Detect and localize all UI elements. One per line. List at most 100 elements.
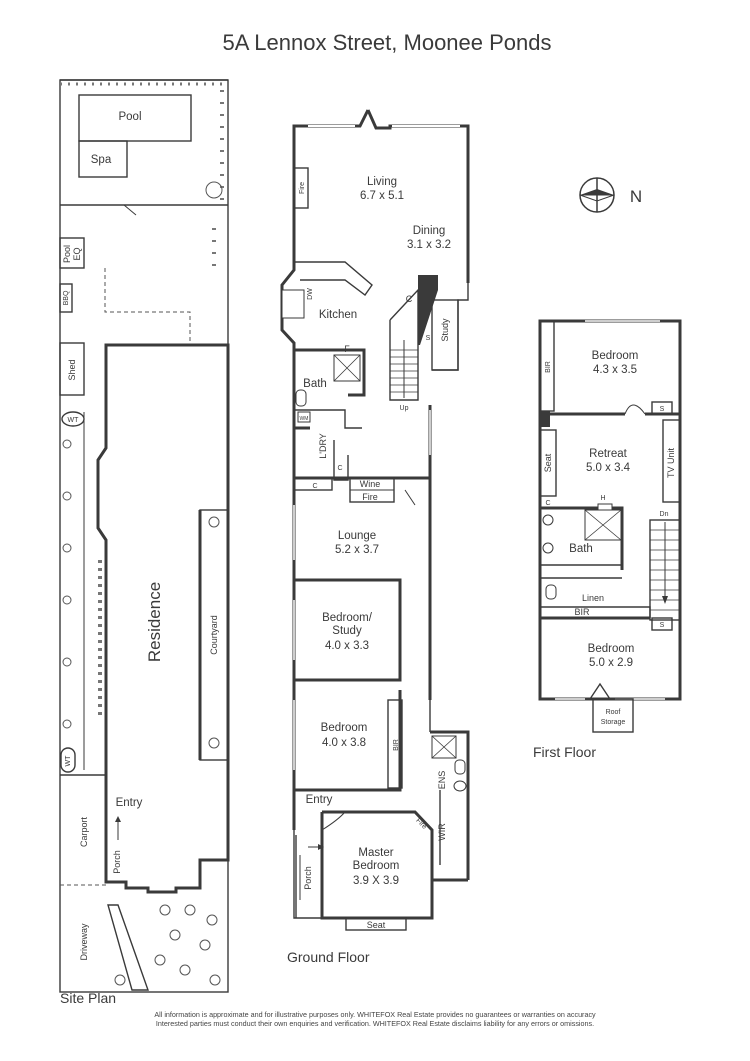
gf-bedroom-label: Bedroom: [321, 722, 368, 734]
lounge-label: Lounge: [338, 530, 376, 542]
pool-eq-label-2: EQ: [72, 247, 82, 260]
retreat-label: Retreat: [589, 448, 628, 460]
ff-bottom-s: [651, 617, 673, 631]
gf-ensuite: [430, 730, 470, 880]
ff-top-bedroom-dimensions: 4.3 x 3.5: [593, 364, 637, 376]
fridge-label: F: [344, 344, 350, 354]
bedroom-study-dimensions: 4.0 x 3.3: [325, 640, 369, 652]
ff-top-s: [651, 401, 673, 415]
study-label: Study: [440, 318, 450, 342]
roof-storage-label-1: Roof: [606, 709, 621, 716]
gf-toilet: [295, 389, 307, 407]
master-label-2: Bedroom: [353, 860, 400, 872]
laundry-cupboard-label: C: [337, 465, 342, 472]
living-label: Living: [367, 176, 397, 188]
roof-storage: [592, 698, 634, 733]
stair-cupboard-label: C: [406, 294, 413, 304]
living-fireplace: [293, 167, 309, 209]
tv-unit: [662, 419, 681, 503]
laundry-label: L'DRY: [318, 433, 328, 459]
retreat-seat: [539, 429, 557, 497]
dishwasher-label: DW: [307, 288, 314, 300]
first-floor-label: First Floor: [533, 744, 596, 760]
ground-floor-label: Ground Floor: [287, 949, 370, 965]
study-nook: [431, 299, 459, 371]
wir-label: WIR: [437, 823, 447, 841]
site-boundary: [59, 79, 229, 993]
site-plan-label: Site Plan: [60, 990, 116, 1006]
gf-cupboard-c: [293, 477, 333, 491]
linen-label: Linen: [582, 593, 604, 603]
ff-top-s-label: S: [660, 406, 665, 413]
ensuite-label: ENS: [437, 771, 447, 790]
ff-top-bedroom-label: Bedroom: [592, 350, 639, 362]
north-compass-icon: [579, 177, 615, 213]
site-trees: [62, 439, 221, 986]
lounge-fire-label: Fire: [362, 492, 378, 502]
wine-label: Wine: [360, 479, 381, 489]
dining-dimensions: 3.1 x 3.2: [407, 239, 451, 251]
site-entry-label: Entry: [116, 797, 143, 809]
master-label-1: Master: [358, 847, 393, 859]
gf-rear-wall: [366, 109, 470, 283]
tv-unit-label: TV Unit: [666, 448, 676, 479]
gf-bedroom-bir: [387, 699, 403, 789]
residence-outline: [96, 343, 230, 894]
gf-entry-label: Entry: [306, 794, 333, 806]
pool-label: Pool: [118, 111, 141, 123]
shed-box: [59, 342, 85, 396]
deck-outline: [104, 268, 191, 345]
residence-label: Residence: [145, 582, 164, 662]
disclaimer-line-1: All information is approximate and for i…: [154, 1010, 596, 1019]
retreat-dimensions: 5.0 x 3.4: [586, 462, 631, 474]
compass-north-label: N: [630, 187, 642, 206]
ff-bottom-bedroom-label: Bedroom: [588, 643, 635, 655]
ff-bottom-s-label: S: [660, 622, 665, 629]
gf-bedroom-dimensions: 4.0 x 3.8: [322, 737, 366, 749]
dining-label: Dining: [413, 225, 446, 237]
site-porch-label: Porch: [112, 850, 122, 874]
ff-cupboard-label: C: [545, 500, 550, 507]
water-tank-bottom: [60, 747, 76, 773]
pool-eq-label-1: Pool: [62, 245, 72, 263]
water-tank-top: [61, 411, 85, 427]
stairs-down-label: Dn: [660, 511, 669, 518]
heater-label: H: [600, 495, 605, 502]
site-plan: [59, 79, 230, 993]
driveway-strip: [107, 904, 149, 991]
master-fire-label: Fire: [414, 817, 428, 831]
bbq-label: BBQ: [63, 290, 70, 305]
gf-bedroom: [292, 680, 402, 792]
site-tree: [205, 181, 223, 199]
gf-bir-label: BIR: [393, 739, 400, 751]
gf-stairs: [389, 288, 419, 401]
bedroom-study-label-2: Study: [332, 625, 362, 637]
gf-bath-label: Bath: [303, 378, 327, 390]
disclaimer-line-2: Interested parties must conduct their ow…: [156, 1019, 594, 1028]
ff-bath-label: Bath: [569, 543, 593, 555]
ff-bottom-bedroom-dimensions: 5.0 x 2.9: [589, 657, 633, 669]
ff-bir-label: BIR: [574, 607, 590, 617]
kitchen-sink: [281, 289, 305, 319]
master-seat-label: Seat: [367, 920, 386, 930]
kitchen-label: Kitchen: [319, 309, 357, 321]
gf-master-bedroom: [322, 810, 468, 882]
living-dimensions: 6.7 x 5.1: [360, 190, 404, 202]
wt-label-bottom: WT: [65, 755, 72, 767]
spa-outline: [78, 140, 128, 178]
stairs-up-label: Up: [400, 405, 409, 412]
lounge-cupboard-label: C: [312, 483, 317, 490]
first-floor-plan: [538, 319, 682, 733]
stair-s-label: S: [426, 335, 431, 342]
living-fire-label: Fire: [299, 182, 306, 194]
carport-label: Carport: [79, 816, 89, 847]
bedroom-study-label-1: Bedroom/: [322, 612, 373, 624]
ff-top-bir-label: BIR: [545, 361, 552, 373]
kitchen-bench: [294, 261, 373, 296]
spa-label: Spa: [91, 154, 112, 166]
roof-storage-label-2: Storage: [601, 719, 626, 726]
pool-eq-box: [59, 237, 85, 269]
ground-floor-plan: [280, 109, 470, 931]
master-seat: [345, 917, 407, 931]
